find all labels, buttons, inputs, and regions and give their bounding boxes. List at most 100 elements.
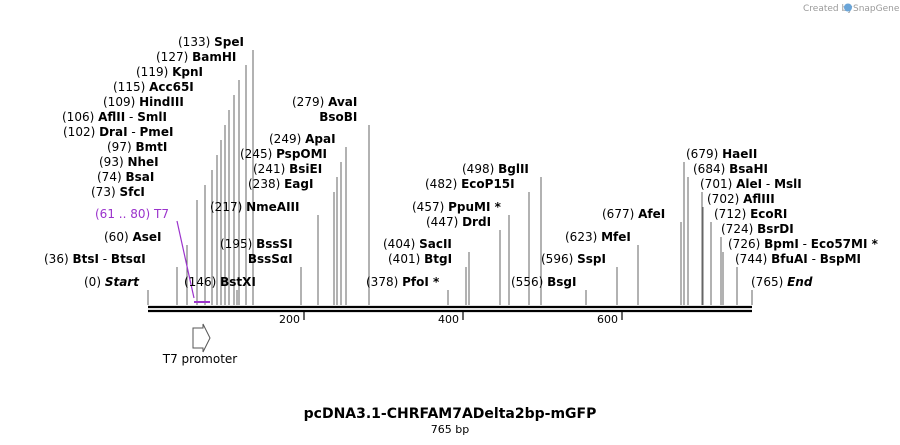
site-position: (109)	[103, 95, 139, 109]
site-labels: (0) Start(36) BtsI - BtsαI(60) AseI(73) …	[44, 35, 879, 289]
site-label-mfei: (623) MfeI	[565, 230, 631, 244]
site-position: (93)	[99, 155, 127, 169]
site-label-pspomi: (245) PspOMI	[240, 147, 327, 161]
backbone	[148, 305, 752, 313]
site-position: (102)	[63, 125, 99, 139]
site-label-bfuai: (744) BfuAI - BspMI	[735, 252, 861, 266]
site-label-asei: (60) AseI	[104, 230, 162, 244]
site-position: (623)	[565, 230, 601, 244]
ruler-label-600: 600	[597, 313, 618, 326]
site-position: (146)	[184, 275, 220, 289]
promoter-label: T7 promoter	[162, 352, 238, 366]
site-position: (106)	[62, 110, 98, 124]
site-name: BsrDI	[757, 222, 794, 236]
site-separator: -	[99, 252, 111, 266]
site-label-bsiei: (241) BsiEI	[253, 162, 322, 176]
site-separator: -	[808, 252, 820, 266]
site-position: (457)	[412, 200, 448, 214]
site-position: (115)	[113, 80, 149, 94]
site-position: (404)	[383, 237, 419, 251]
site-label-alei: (701) AleI - MslI	[700, 177, 802, 191]
site-position: (701)	[700, 177, 736, 191]
site-label-afliii: (702) AflIII	[707, 192, 775, 206]
site-name: PfoI *	[402, 275, 440, 289]
site-label-ppumi: (457) PpuMI *	[412, 200, 502, 214]
site-label-bsssi: BssSαI	[248, 252, 293, 266]
site-name: BsiEI	[289, 162, 322, 176]
site-name: NmeAIII	[246, 200, 299, 214]
site-label-acc65i: (115) Acc65I	[113, 80, 194, 94]
site-position: (679)	[686, 147, 722, 161]
site-position: (74)	[97, 170, 125, 184]
site-name: AvaI	[328, 95, 357, 109]
site-position: (245)	[240, 147, 276, 161]
site-name: ApaI	[305, 132, 335, 146]
site-position: (702)	[707, 192, 743, 206]
site-position: (217)	[210, 200, 246, 214]
site-position: (677)	[602, 207, 638, 221]
watermark-brand: SnapGene	[853, 4, 900, 14]
site-name: EagI	[284, 177, 313, 191]
site-position: (724)	[721, 222, 757, 236]
site-label-ecori: (712) EcoRI	[714, 207, 787, 221]
site-label-bmti: (97) BmtI	[107, 140, 167, 154]
promoter-arrow-icon	[192, 323, 211, 353]
site-position: (482)	[425, 177, 461, 191]
site-label-bsgi: (556) BsgI	[511, 275, 576, 289]
site-name: EcoP15I	[461, 177, 515, 191]
site-label-sacii: (404) SacII	[383, 237, 452, 251]
site-position: (241)	[253, 162, 289, 176]
site-name: BssSαI	[248, 252, 293, 266]
site-leader-lines	[147, 50, 753, 305]
site-position: (60)	[104, 230, 132, 244]
site-position: (195)	[220, 237, 256, 251]
t7-promoter-feature: T7 promoter	[162, 323, 238, 366]
site-name: BmtI	[135, 140, 167, 154]
site-separator: -	[125, 110, 137, 124]
site-label-end: (765) End	[751, 275, 813, 289]
site-separator: -	[762, 177, 774, 191]
site-name: BssSI	[256, 237, 293, 251]
site-label-bstxi: (146) BstXI	[184, 275, 256, 289]
site-name: BpmI	[764, 237, 799, 251]
site-label-avai: (279) AvaI	[292, 95, 357, 109]
ruler-label-200: 200	[279, 313, 300, 326]
site-name-secondary: SmlI	[137, 110, 167, 124]
site-label-bsahi: (684) BsaHI	[693, 162, 768, 176]
site-label-btsi: (36) BtsI - BtsαI	[44, 252, 146, 266]
site-label-eagi: (238) EagI	[248, 177, 313, 191]
site-position: (238)	[248, 177, 284, 191]
site-position: (378)	[366, 275, 402, 289]
site-position: (596)	[541, 252, 577, 266]
t7-feature-marker	[176, 220, 210, 303]
site-label-bsrdi: (724) BsrDI	[721, 222, 794, 236]
site-label-bamhi: (127) BamHI	[156, 50, 236, 64]
site-position: (726)	[728, 237, 764, 251]
site-name: BtgI	[424, 252, 452, 266]
site-name: End	[787, 275, 813, 289]
site-label-kpni: (119) KpnI	[136, 65, 203, 79]
site-name: PpuMI *	[448, 200, 502, 214]
site-name: NheI	[127, 155, 158, 169]
site-name-secondary: BtsαI	[111, 252, 146, 266]
site-name: AleI	[736, 177, 762, 191]
watermark-text: Created by	[803, 4, 853, 14]
ruler: 200 400 600	[279, 311, 623, 326]
site-name: BstXI	[220, 275, 256, 289]
feature-name: T7	[153, 207, 169, 221]
site-name: SpeI	[214, 35, 244, 49]
site-name: KpnI	[172, 65, 203, 79]
site-name: BtsI	[72, 252, 99, 266]
site-label-bsssi: (195) BssSI	[220, 237, 293, 251]
site-name: SacII	[419, 237, 452, 251]
site-name: DraI	[99, 125, 127, 139]
site-position: (712)	[714, 207, 750, 221]
site-position: (119)	[136, 65, 172, 79]
site-name: BsoBI	[319, 110, 357, 124]
site-name: BsgI	[547, 275, 576, 289]
site-name-secondary: Eco57MI *	[811, 237, 879, 251]
site-name: BamHI	[192, 50, 236, 64]
site-label-sfci: (73) SfcI	[91, 185, 145, 199]
site-name: BsaI	[125, 170, 154, 184]
